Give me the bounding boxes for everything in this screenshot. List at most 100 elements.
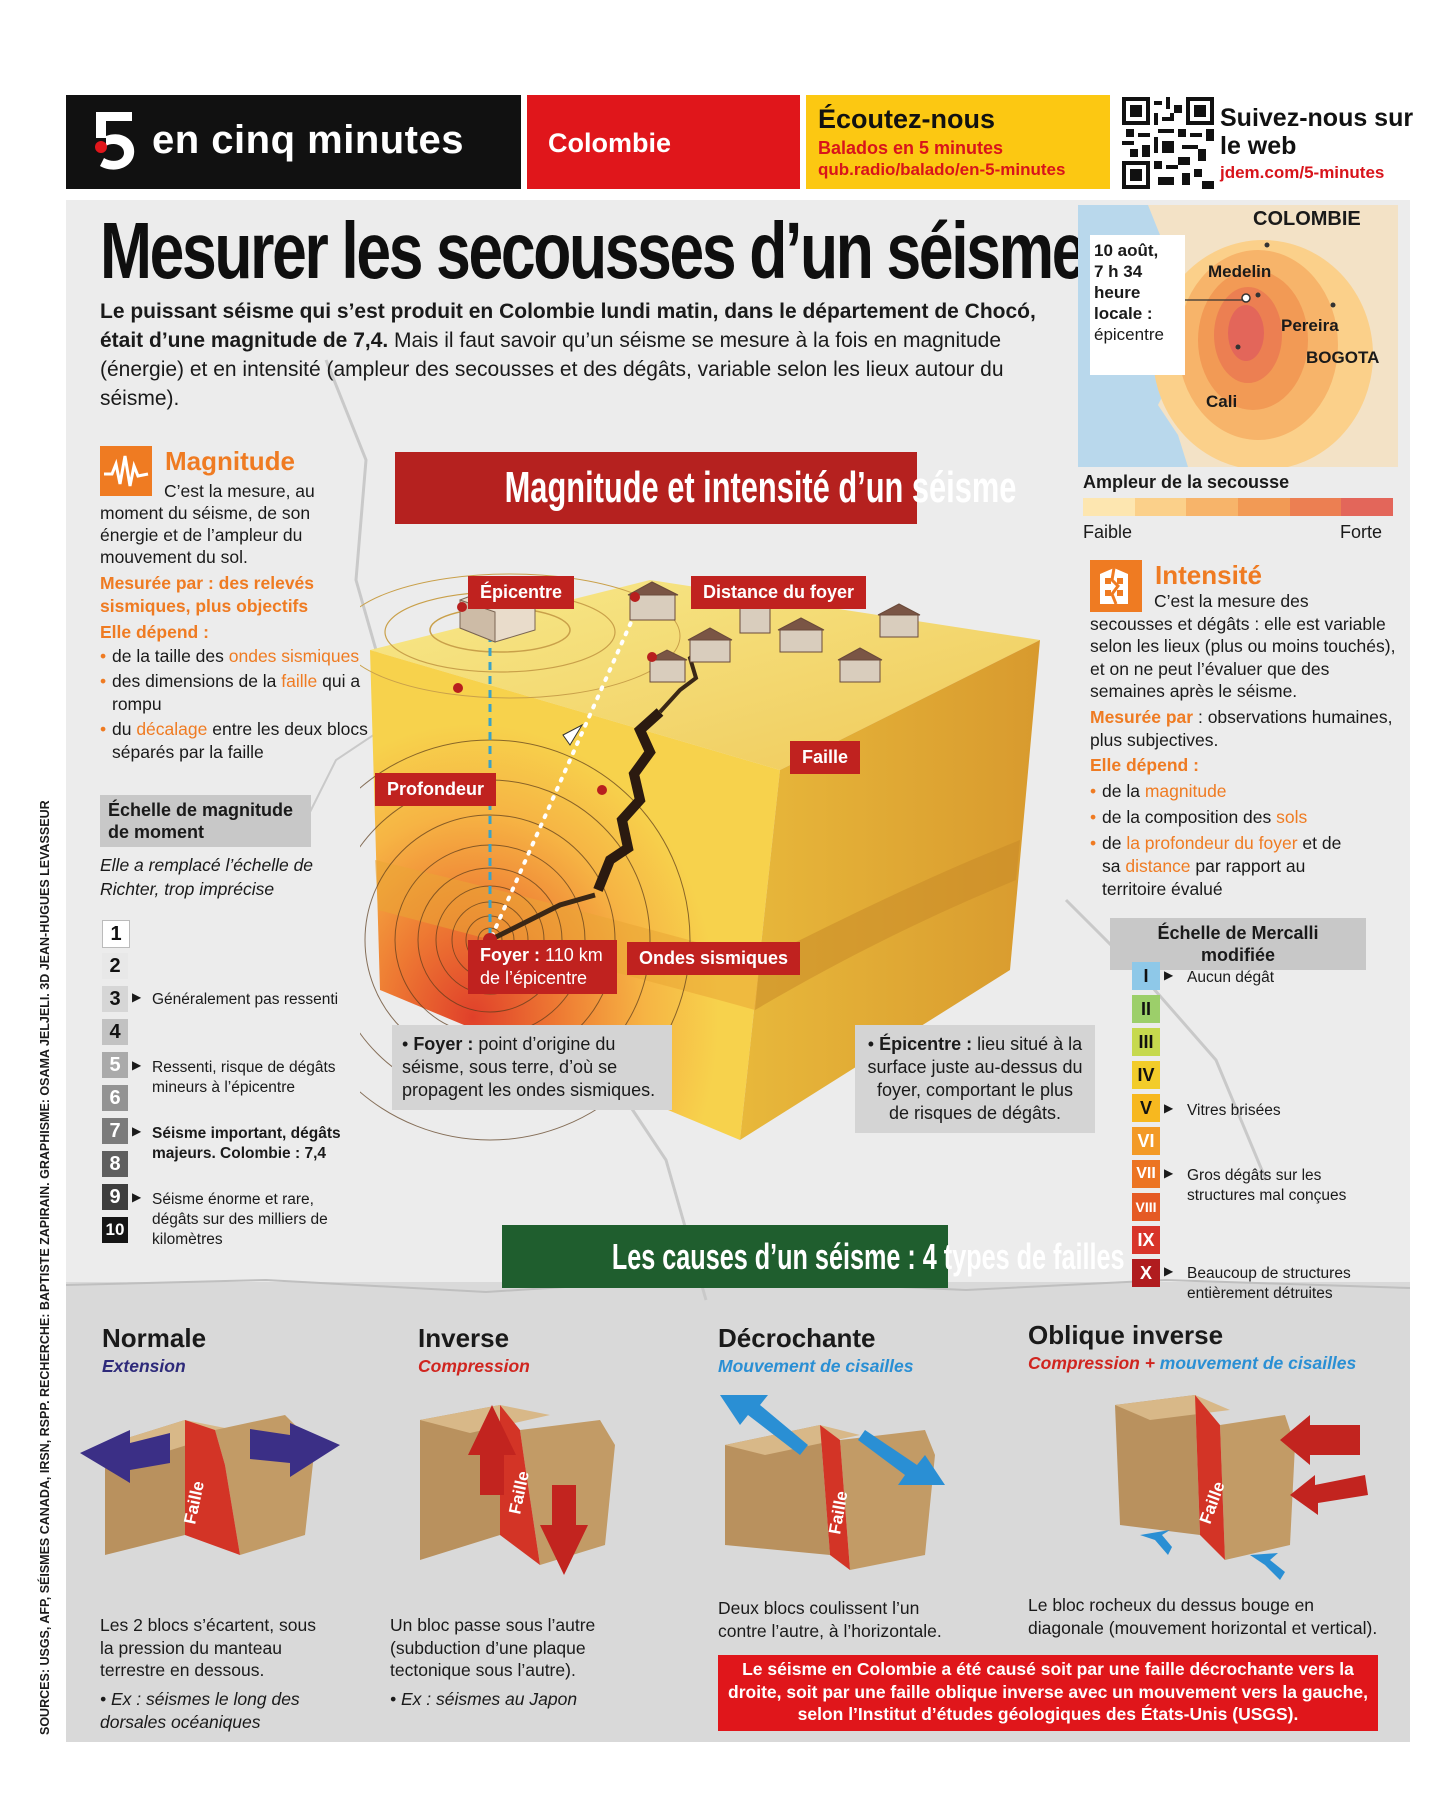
- diagram-banner: Magnitude et intensité d’un séisme: [395, 452, 1016, 524]
- pointer-icon: ▶: [132, 1190, 142, 1204]
- legend-swatch: [1238, 498, 1290, 516]
- legend-swatch: [1134, 498, 1187, 516]
- house-icon: [627, 581, 921, 683]
- note-foyer: • Foyer : point d’origine du séisme, sou…: [392, 1025, 672, 1110]
- legend-swatch: [1186, 498, 1239, 516]
- magnitude-measured-value: des relevés sismiques, plus objectifs: [100, 573, 315, 616]
- intensite-depends-label: Elle dépend :: [1090, 755, 1199, 775]
- list-item: du décalage entre les deux blocs séparés…: [100, 718, 370, 764]
- pointer-icon: ▶: [1164, 968, 1174, 982]
- magnitude-title: Magnitude: [165, 446, 295, 476]
- legend-scale: [1083, 498, 1394, 516]
- magnitude-depends-label: Elle dépend :: [100, 622, 209, 642]
- pointer-icon: ▶: [1164, 1264, 1174, 1278]
- map-date-label: 10 août, 7 h 34 heure locale : épicentre: [1094, 240, 1184, 345]
- header-brand-block: [66, 95, 521, 189]
- magnitude-desc-1: C’est la mesure, au: [164, 481, 315, 501]
- map-country-label: COLOMBIE: [1253, 208, 1361, 230]
- magnitude-level-4: 4: [102, 1019, 128, 1045]
- magnitude-depends-list: de la taille des ondes sismiques des dim…: [100, 645, 370, 764]
- magnitude-scale-note: Elle a remplacé l’échelle de Richter, tr…: [100, 855, 314, 899]
- magnitude-level-1: 1: [102, 920, 130, 948]
- city-bogota: BOGOTA: [1306, 348, 1380, 367]
- fault-normale-title: Normale: [102, 1323, 207, 1353]
- legend-swatch: [1289, 498, 1342, 516]
- fault-inverse-block-icon: Faille: [420, 1405, 615, 1575]
- intro-rest: Mais il faut savoir qu’un séisme se mesu…: [100, 329, 1004, 410]
- label-profondeur: Profondeur: [375, 773, 496, 806]
- header-country-block: [527, 95, 800, 189]
- fault-inverse-description: Un bloc passe sous l’autre (subduction d…: [390, 1615, 596, 1680]
- fault-decrochante-block-icon: Faille: [720, 1395, 945, 1570]
- logo-five-icon: [95, 112, 135, 170]
- follow-link[interactable]: jdem.com/5-minutes: [1220, 163, 1385, 182]
- mercalli-note-5: Vitres brisées: [1187, 1102, 1281, 1119]
- pointer-icon: ▶: [132, 1124, 142, 1138]
- seismograph-icon: [100, 446, 152, 496]
- magnitude-note-9: Séisme énorme et rare, dégâts sur des mi…: [152, 1191, 328, 1248]
- fault-inverse-example: • Ex : séismes au Japon: [390, 1689, 578, 1709]
- intensite-desc-1: C’est la mesure des: [1154, 591, 1309, 611]
- pointer-icon: ▶: [132, 1058, 142, 1072]
- mercalli-note-1: Aucun dégât: [1187, 969, 1275, 986]
- follow-title: Suivez-nous sur le web: [1220, 104, 1414, 160]
- magnitude-desc-2: moment du séisme, de son énergie et de l…: [100, 503, 311, 567]
- magnitude-level-7: 7: [102, 1118, 128, 1144]
- fault-decrochante-subtitle: Mouvement de cisailles: [718, 1356, 914, 1376]
- fault-decrochante-title: Décrochante: [718, 1323, 876, 1353]
- list-item: de la magnitude: [1090, 780, 1360, 803]
- city-cali: Cali: [1206, 392, 1238, 411]
- fault-oblique-description: Le bloc rocheux du dessus bouge en diago…: [1028, 1595, 1378, 1638]
- magnitude-level-2: 2: [102, 953, 128, 979]
- city-medelin: Medelin: [1208, 262, 1272, 281]
- podcast-link[interactable]: qub.radio/balado/en-5-minutes: [818, 160, 1066, 179]
- fault-decrochante-description: Deux blocs coulissent l’un contre l’autr…: [718, 1598, 942, 1641]
- magnitude-note-5: Ressenti, risque de dégâts mineurs à l’é…: [152, 1059, 336, 1096]
- legend-low: Faible: [1083, 522, 1133, 542]
- magnitude-level-10: 10: [102, 1217, 128, 1243]
- mercalli-level-2: II: [1132, 995, 1160, 1023]
- mercalli-level-6: VI: [1132, 1127, 1160, 1155]
- damaged-building-icon: [1090, 560, 1142, 612]
- magnitude-description: C’est la mesure, au moment du séisme, de…: [100, 480, 360, 568]
- header-country: Colombie: [548, 128, 672, 158]
- magnitude-level-5: 5: [102, 1052, 128, 1078]
- mercalli-level-4: IV: [1132, 1061, 1160, 1089]
- map-date-5: épicentre: [1094, 325, 1164, 344]
- label-foyer: Foyer : 110 km de l’épicentre: [468, 940, 617, 994]
- fault-oblique-subtitle: Compression + mouvement de cisailles: [1028, 1353, 1357, 1373]
- magnitude-note-7: Séisme important, dégâts majeurs. Colomb…: [152, 1125, 341, 1162]
- listen-line-1: Balados en 5 minutes: [818, 138, 1004, 158]
- magnitude-note-3: Généralement pas ressenti: [152, 991, 339, 1008]
- mercalli-level-8: VIII: [1132, 1193, 1160, 1221]
- page-title: Mesurer les secousses d’un séisme: [100, 206, 1086, 295]
- pointer-icon: ▶: [132, 990, 142, 1004]
- magnitude-measured-by: Mesurée par : des relevés sismiques, plu…: [100, 572, 360, 618]
- legend-swatch: [1083, 498, 1135, 516]
- mercalli-level-1: I: [1132, 962, 1160, 990]
- header-podcast-block: [806, 95, 1110, 189]
- sources-credit: SOURCES: USGS, AFP, SÉISMES CANADA, IRSN…: [38, 800, 52, 1735]
- magnitude-measured-label: Mesurée par :: [100, 573, 214, 593]
- list-item: de la profondeur du foyer et de sa dista…: [1090, 832, 1360, 901]
- fault-normale-block-icon: Faille: [80, 1415, 340, 1555]
- intensite-desc-2: secousses et dégâts : elle est variable …: [1090, 613, 1396, 702]
- pointer-icon: ▶: [1164, 1166, 1174, 1180]
- causes-banner: Les causes d’un séisme : 4 types de fail…: [502, 1225, 1124, 1288]
- fault-inverse-title: Inverse: [418, 1323, 510, 1353]
- intensite-depends-list: de la magnitude de la composition des so…: [1090, 780, 1360, 901]
- intro-paragraph: Le puissant séisme qui s’est produit en …: [100, 297, 1060, 413]
- mercalli-level-9: IX: [1132, 1226, 1160, 1254]
- qr-code-icon[interactable]: [1122, 97, 1214, 189]
- mercalli-level-3: III: [1132, 1028, 1160, 1056]
- mercalli-level-10: X: [1132, 1259, 1160, 1287]
- label-distance-foyer: Distance du foyer: [691, 576, 867, 609]
- map-date-3: heure: [1094, 283, 1141, 302]
- listen-title: Écoutez-nous: [818, 104, 996, 134]
- magnitude-scale-title: Échelle de magnitude de moment: [100, 795, 311, 847]
- legend-swatch: [1341, 498, 1394, 516]
- magnitude-level-6: 6: [102, 1085, 128, 1111]
- label-faille: Faille: [790, 741, 861, 774]
- fault-normale-example: • Ex : séismes le long des dorsales océa…: [100, 1689, 300, 1732]
- magnitude-level-8: 8: [102, 1151, 128, 1177]
